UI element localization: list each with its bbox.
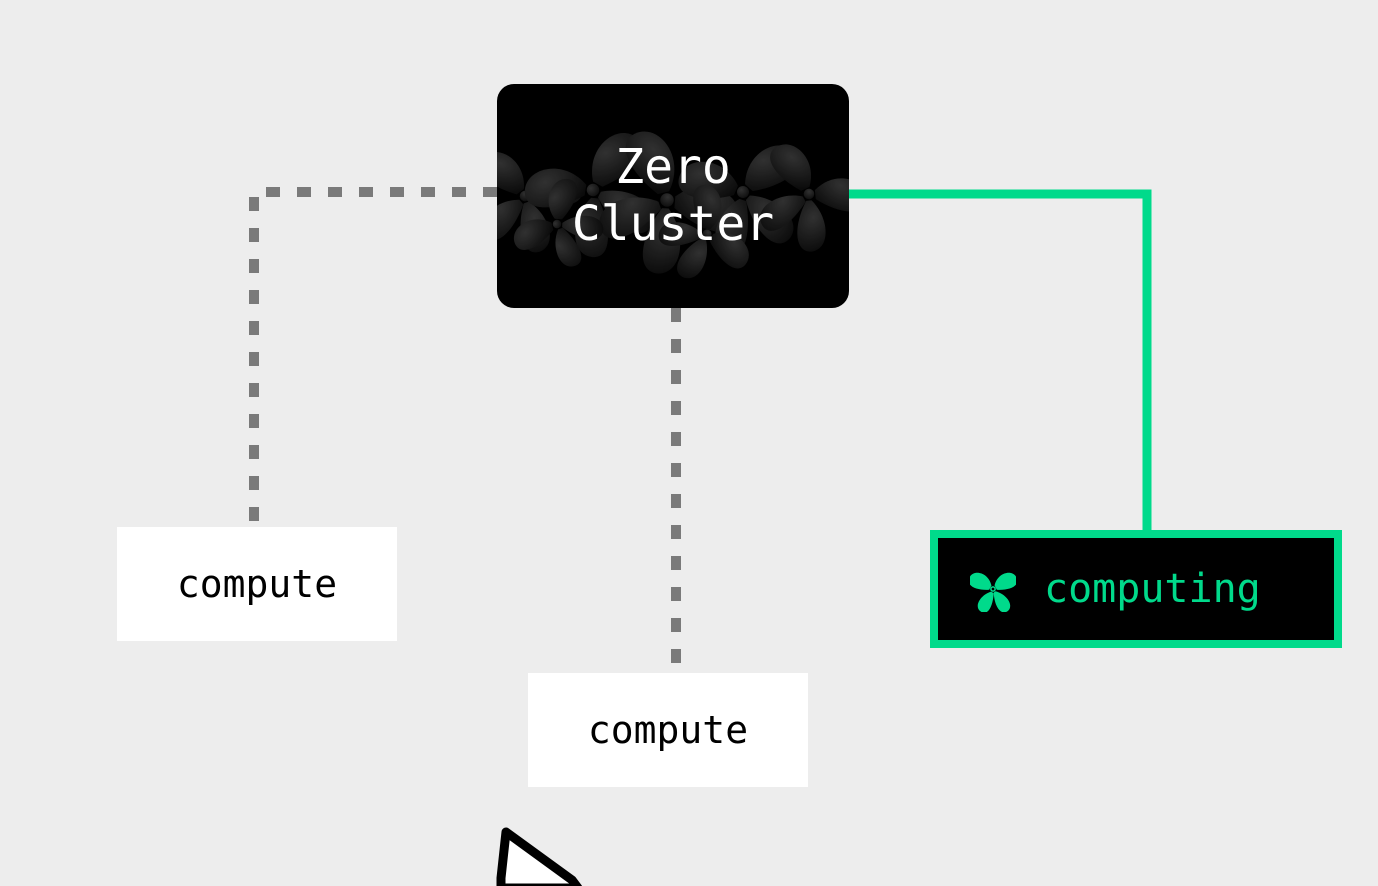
computing-node-label: computing	[1044, 566, 1261, 612]
compute-node-2-label: compute	[587, 708, 749, 752]
compute-node-1[interactable]: compute	[117, 527, 397, 641]
compute-node-2[interactable]: compute	[528, 673, 808, 787]
edge-root-to-compute-1	[249, 187, 497, 530]
computing-node[interactable]: computing	[930, 530, 1342, 648]
fan-icon	[970, 572, 1016, 612]
compute-node-1-label: compute	[176, 562, 338, 606]
cluster-node-label: Zero Cluster	[571, 139, 775, 252]
cluster-node-root[interactable]: Zero Cluster	[497, 84, 849, 308]
mouse-pointer-icon	[496, 827, 583, 886]
edge-root-to-computing	[849, 189, 1152, 534]
